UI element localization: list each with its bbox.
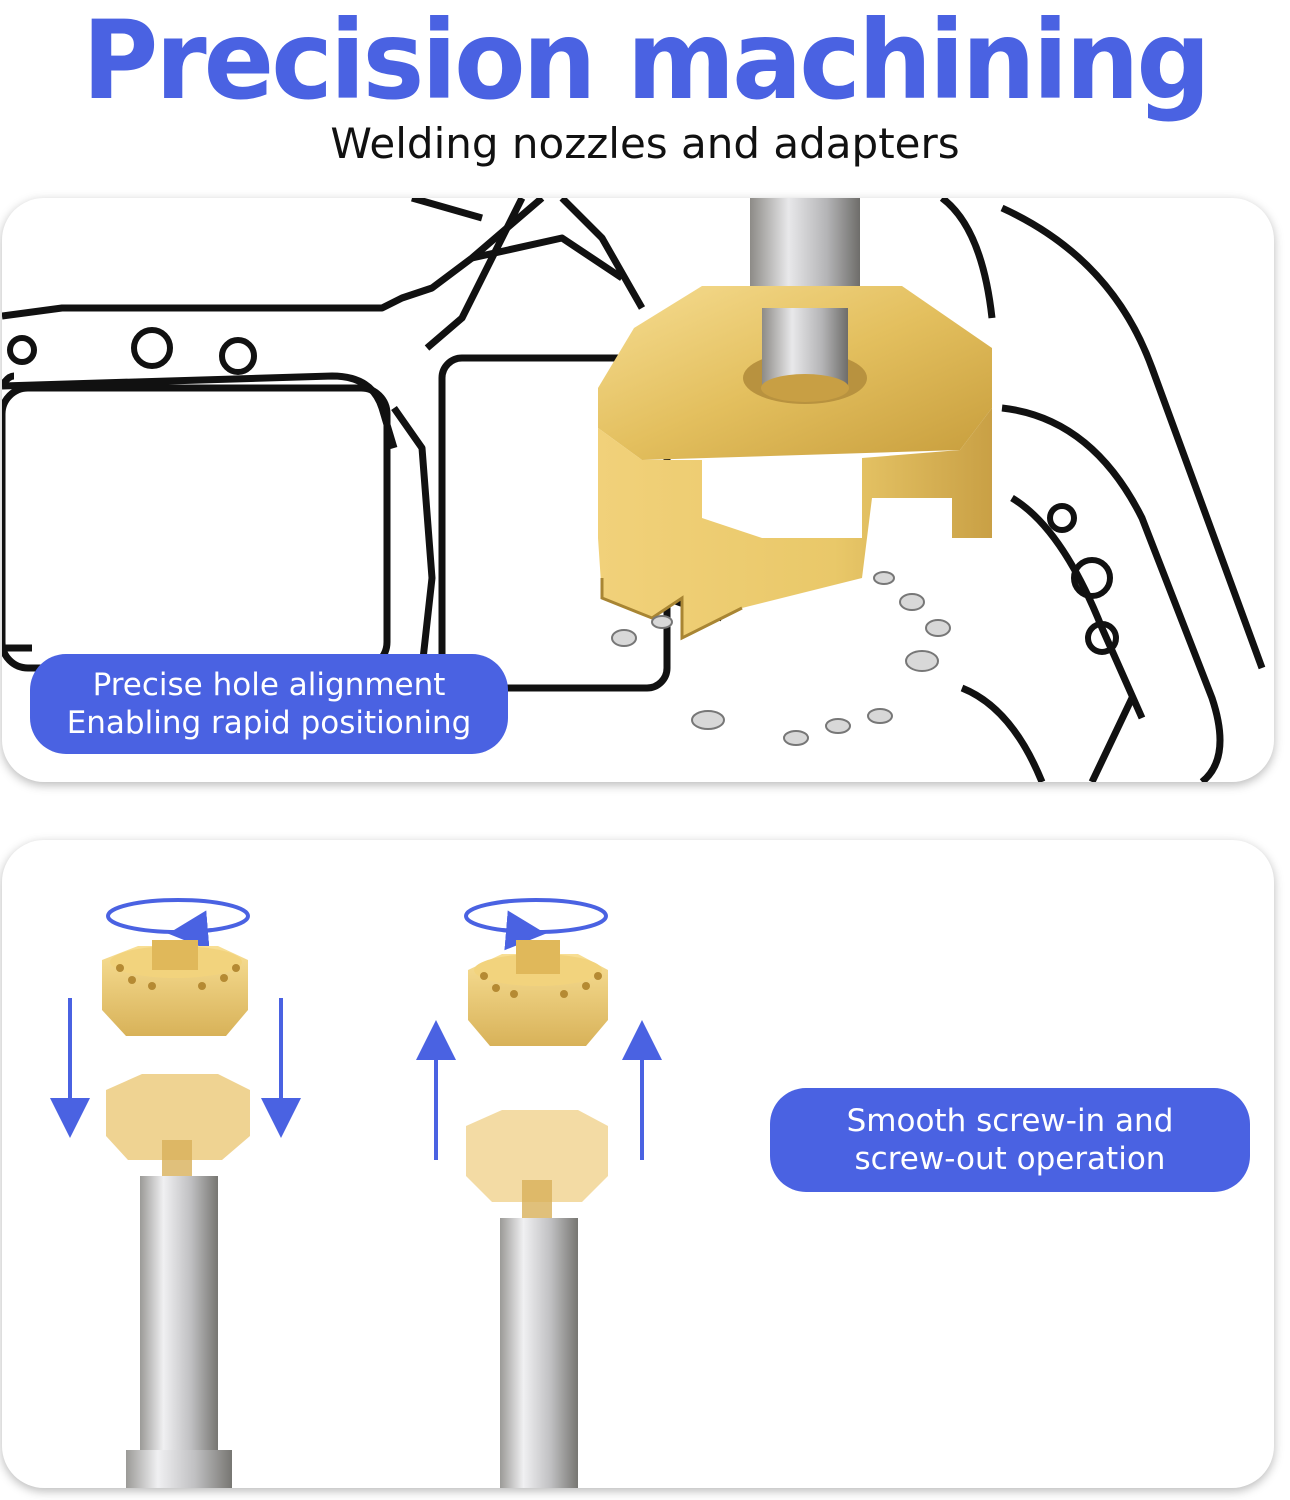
rotate-arrow-icon [464,898,608,934]
alignment-callout-line2: Enabling rapid positioning [66,705,472,741]
page-subtitle: Welding nozzles and adapters [330,119,960,168]
solder-pads [611,571,951,746]
screw-callout: Smooth screw-in and screw-out operation [770,1088,1250,1192]
brass-nozzle-body [598,408,992,638]
circuit-board-illustration [2,198,1266,782]
screw-in-assembly [50,898,301,1488]
alignment-callout: Precise hole alignment Enabling rapid po… [30,654,508,754]
alignment-callout-line1: Precise hole alignment [92,667,446,703]
alignment-panel: Precise hole alignment Enabling rapid po… [2,198,1274,782]
screw-out-assembly [416,898,662,1488]
screw-illustration [50,898,662,1488]
page-title: Precision machining [82,0,1211,125]
screw-callout-line2: screw-out operation [854,1141,1166,1177]
screw-panel: Smooth screw-in and screw-out operation [2,840,1274,1488]
screw-callout-line1: Smooth screw-in and [846,1103,1174,1139]
board-holes [7,327,1119,655]
rotate-arrow-icon [106,898,250,934]
